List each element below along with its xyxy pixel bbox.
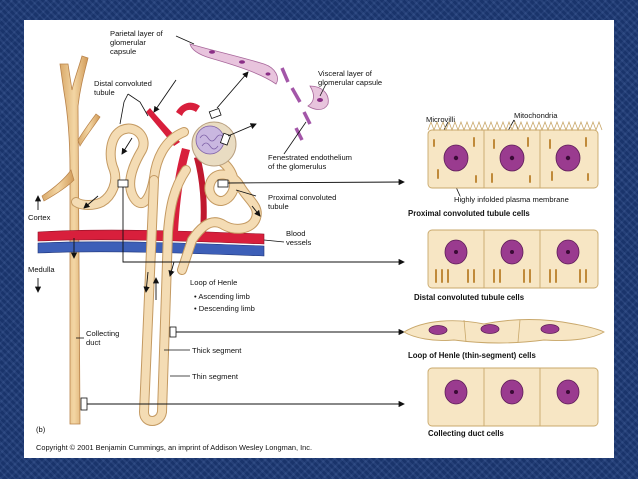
- distal-tubule-label: Distal convoluted tubule: [94, 79, 154, 97]
- copyright-text: Copyright © 2001 Benjamin Cummings, an i…: [36, 443, 312, 452]
- collecting-duct-label: Collecting duct: [86, 329, 121, 347]
- thick-segment-label: Thick segment: [192, 346, 242, 355]
- descending-limb-label: • Descending limb: [194, 304, 255, 313]
- cortex-label: Cortex: [28, 213, 51, 222]
- sampling-boxes: [80, 107, 231, 411]
- nephron-diagram: Parietal layer of glomerular capsule Dis…: [28, 29, 605, 452]
- pointer-lines: [87, 71, 405, 408]
- fenestrated-endothelium-label: Fenestrated endothelium of the glomerulu…: [268, 153, 354, 171]
- diagram-panel: Parietal layer of glomerular capsule Dis…: [24, 20, 614, 458]
- visceral-layer-label: Visceral layer of glomerular capsule: [318, 69, 382, 87]
- infolded-membrane-label: Highly infolded plasma membrane: [454, 195, 569, 204]
- proximal-cells-caption: Proximal convoluted tubule cells: [408, 209, 530, 218]
- thin-segment-label: Thin segment: [192, 372, 239, 381]
- henle-cells-illustration: [403, 319, 605, 344]
- panel-letter: (b): [36, 425, 46, 434]
- ascending-limb-label: • Ascending limb: [194, 292, 250, 301]
- microvilli-label: Microvilli: [426, 115, 455, 124]
- collecting-cells-caption: Collecting duct cells: [428, 429, 504, 438]
- collecting-cells-illustration: [427, 367, 599, 427]
- proximal-cells-illustration: [427, 120, 603, 189]
- nephron-tubule-shape: [71, 123, 262, 426]
- parietal-layer-zoom-shape: [189, 43, 278, 85]
- medulla-label: Medulla: [28, 265, 55, 274]
- henle-cells-caption: Loop of Henle (thin-segment) cells: [408, 351, 536, 360]
- visceral-layer-zoom-shape: [307, 85, 329, 110]
- mitochondria-label: Mitochondria: [514, 111, 558, 120]
- proximal-tubule-label: Proximal convoluted tubule: [268, 193, 339, 211]
- distal-cells-illustration: [427, 229, 599, 289]
- blood-vessels-label: Blood vessels: [286, 229, 312, 247]
- loop-of-henle-label: Loop of Henle: [190, 278, 237, 287]
- fenestrated-endothelium-zoom-shape: [280, 67, 312, 141]
- distal-cells-caption: Distal convoluted tubule cells: [414, 293, 525, 302]
- parietal-layer-label: Parietal layer of glomerular capsule: [110, 29, 165, 56]
- glomerulus-shape: [191, 121, 237, 167]
- flow-arrows: [34, 79, 261, 300]
